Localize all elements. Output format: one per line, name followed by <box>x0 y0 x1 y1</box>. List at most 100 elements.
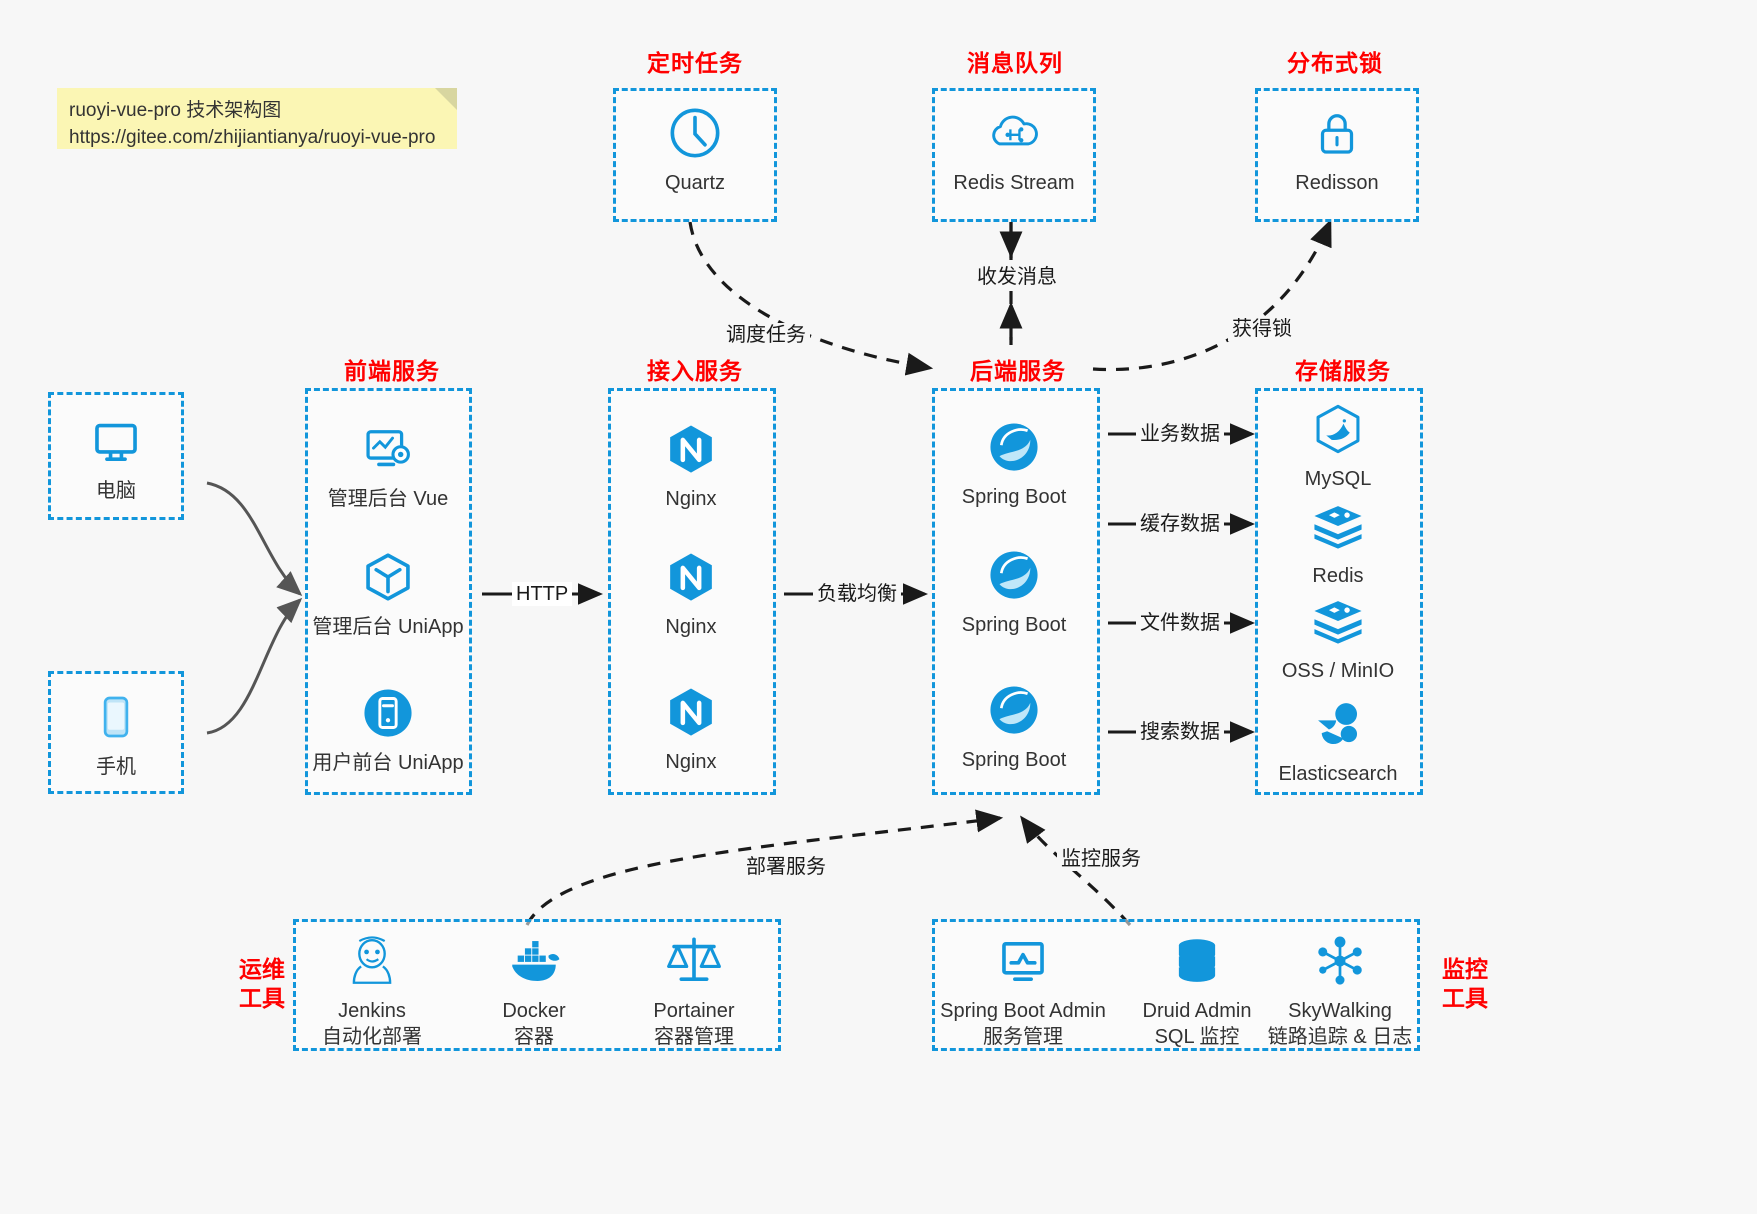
node-label: Druid Admin <box>1142 1000 1252 1022</box>
node-label: Nginx <box>665 751 717 773</box>
edge-label-send-receive-msg: 收发消息 <box>973 265 1061 289</box>
node-label: Nginx <box>665 488 717 510</box>
node-label: Nginx <box>665 616 717 638</box>
node-spring-boot-admin[interactable]: Spring Boot Admin 服务管理 <box>940 932 1106 1050</box>
edge-label-file-data: 文件数据 <box>1136 611 1224 635</box>
database-icon <box>1178 939 1216 982</box>
node-oss-minio[interactable]: OSS / MinIO <box>1263 592 1413 685</box>
node-label: Elasticsearch <box>1278 763 1398 785</box>
edge-label-search-data: 搜索数据 <box>1136 720 1224 744</box>
group-title-mq: 消息队列 <box>967 50 1063 76</box>
node-spring-boot-2[interactable]: Spring Boot <box>939 546 1089 639</box>
group-lock <box>1255 88 1419 222</box>
nginx-icon <box>670 425 712 473</box>
note-line-2: https://gitee.com/zhijiantianya/ruoyi-vu… <box>69 126 436 148</box>
node-jenkins[interactable]: Jenkins 自动化部署 <box>297 932 447 1050</box>
node-redisson[interactable]: Redisson <box>1262 104 1412 197</box>
node-sublabel: 服务管理 <box>983 1025 1063 1048</box>
node-nginx-3[interactable]: Nginx <box>616 683 766 776</box>
group-title-gateway: 接入服务 <box>647 358 743 384</box>
node-docker[interactable]: Docker 容器 <box>459 932 609 1050</box>
node-label: 管理后台 UniApp <box>312 616 464 638</box>
node-nginx-1[interactable]: Nginx <box>616 420 766 513</box>
group-storage <box>1255 388 1423 795</box>
node-label: SkyWalking <box>1288 1000 1392 1022</box>
group-title-lock: 分布式锁 <box>1287 50 1383 76</box>
node-computer[interactable]: 电脑 <box>41 412 191 505</box>
scales-icon <box>667 937 721 981</box>
edge-label-monitor-service: 监控服务 <box>1057 847 1145 871</box>
jenkins-icon <box>352 936 392 984</box>
group-title-monitor: 监控 工具 <box>1428 955 1502 1013</box>
group-mq <box>932 88 1096 222</box>
cloud-stream-icon <box>992 115 1038 146</box>
diagram-note: ruoyi-vue-pro 技术架构图 https://gitee.com/zh… <box>57 88 457 149</box>
spring-icon <box>990 686 1038 734</box>
edge-label-business-data: 业务数据 <box>1136 422 1224 446</box>
node-mysql[interactable]: MySQL <box>1263 400 1413 493</box>
node-nginx-2[interactable]: Nginx <box>616 548 766 641</box>
node-label: Redisson <box>1295 172 1379 194</box>
node-label: 手机 <box>96 756 136 778</box>
nginx-icon <box>670 553 712 601</box>
edge-label-http: HTTP <box>512 582 573 606</box>
group-title-storage: 存储服务 <box>1295 358 1391 384</box>
mobile-icon <box>103 696 129 738</box>
edge-label-acquire-lock: 获得锁 <box>1228 317 1296 341</box>
oss-icon <box>1314 601 1362 644</box>
group-client-desktop <box>48 392 184 520</box>
nginx-icon <box>670 688 712 736</box>
node-portainer[interactable]: Portainer 容器管理 <box>619 932 769 1050</box>
group-title-monitor-line2: 工具 <box>1442 984 1488 1011</box>
group-title-scheduler: 定时任务 <box>647 50 743 76</box>
node-redis-stream[interactable]: Redis Stream <box>939 104 1089 197</box>
node-label: Spring Boot Admin <box>940 1000 1106 1022</box>
group-title-frontend: 前端服务 <box>344 358 440 384</box>
cube-icon <box>366 553 410 601</box>
node-sublabel: 自动化部署 <box>322 1025 422 1048</box>
group-title-devops-line2: 工具 <box>239 984 285 1011</box>
node-label: Docker <box>502 1000 566 1022</box>
node-phone[interactable]: 手机 <box>41 688 191 781</box>
node-quartz[interactable]: Quartz <box>620 104 770 197</box>
group-title-backend: 后端服务 <box>970 358 1066 384</box>
node-sublabel: 链路追踪 & 日志 <box>1267 1025 1413 1048</box>
node-label: OSS / MinIO <box>1281 660 1395 682</box>
desktop-icon <box>95 423 137 461</box>
spring-icon <box>990 423 1038 471</box>
node-label: MySQL <box>1304 468 1372 490</box>
group-title-devops: 运维 工具 <box>225 955 299 1013</box>
spring-icon <box>990 551 1038 599</box>
note-line-1: ruoyi-vue-pro 技术架构图 <box>69 100 282 121</box>
edge-label-schedule-task: 调度任务 <box>722 323 810 347</box>
docker-icon <box>512 941 560 981</box>
node-label: 用户前台 UniApp <box>312 752 464 774</box>
node-sublabel: SQL 监控 <box>1154 1025 1240 1048</box>
node-user-uniapp[interactable]: 用户前台 UniApp <box>312 684 464 777</box>
group-title-devops-line1: 运维 <box>239 956 285 982</box>
app-circle-icon <box>364 689 412 737</box>
edge-label-cache-data: 缓存数据 <box>1136 512 1224 536</box>
node-elasticsearch[interactable]: Elasticsearch <box>1263 695 1413 788</box>
node-skywalking[interactable]: SkyWalking 链路追踪 & 日志 <box>1265 932 1415 1050</box>
clock-icon <box>670 108 720 158</box>
node-druid-admin[interactable]: Druid Admin SQL 监控 <box>1122 932 1272 1050</box>
group-devops <box>293 919 781 1051</box>
node-label: Spring Boot <box>961 614 1067 636</box>
node-spring-boot-1[interactable]: Spring Boot <box>939 418 1089 511</box>
edge-label-deploy-service: 部署服务 <box>742 855 830 879</box>
node-sublabel: 容器 <box>514 1025 554 1048</box>
node-admin-uniapp[interactable]: 管理后台 UniApp <box>312 548 464 641</box>
edge-label-load-balance: 负载均衡 <box>813 582 901 606</box>
node-spring-boot-3[interactable]: Spring Boot <box>939 681 1089 774</box>
group-title-monitor-line1: 监控 <box>1442 956 1488 982</box>
node-sublabel: 容器管理 <box>654 1025 734 1048</box>
note-fold-corner <box>435 88 457 110</box>
redis-icon <box>1314 506 1362 549</box>
node-label: Jenkins <box>338 1000 406 1022</box>
node-label: 管理后台 Vue <box>327 488 449 510</box>
node-admin-vue[interactable]: 管理后台 Vue <box>313 420 463 513</box>
node-redis[interactable]: Redis <box>1263 497 1413 590</box>
dashboard-gear-icon <box>366 430 410 467</box>
